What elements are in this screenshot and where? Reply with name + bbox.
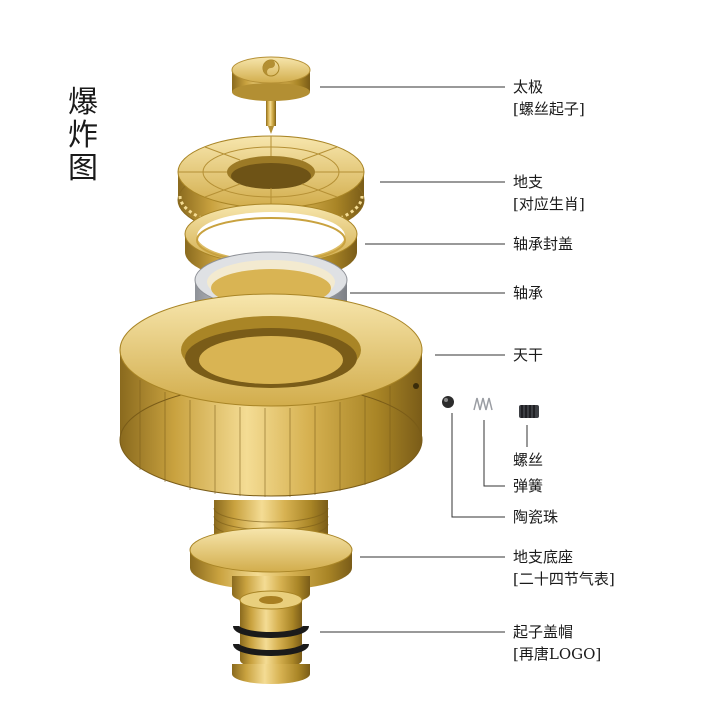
screw-part <box>519 405 539 418</box>
label-screw: 螺丝 <box>513 449 543 471</box>
label-tiangan: 天干 <box>513 344 543 366</box>
label-sub: [对应生肖] <box>513 195 585 213</box>
leader-lines <box>320 86 528 633</box>
label-sub: [螺丝起子] <box>513 100 585 118</box>
label-dizhi: 地支 [对应生肖] <box>513 171 585 215</box>
label-name: 轴承封盖 <box>513 235 574 253</box>
page-title: 爆 炸 图 <box>68 86 108 185</box>
label-name: 陶瓷珠 <box>513 508 559 526</box>
label-name: 轴承 <box>513 284 544 302</box>
label-taiji: 太极 [螺丝起子] <box>513 76 585 120</box>
label-ceramic-ball: 陶瓷珠 <box>513 506 558 528</box>
title-char: 爆 <box>68 85 98 120</box>
label-bearing-cover: 轴承封盖 <box>513 233 573 255</box>
label-name: 地支底座 <box>513 548 574 566</box>
spring-part <box>473 397 493 411</box>
label-name: 天干 <box>513 346 544 364</box>
label-name: 螺丝 <box>513 451 544 469</box>
label-cap: 起子盖帽 [再唐LOGO] <box>513 621 601 665</box>
label-name: 地支 <box>513 173 544 191</box>
dizhi-base-part <box>189 500 353 604</box>
label-sub: [再唐LOGO] <box>513 645 602 663</box>
label-name: 起子盖帽 <box>513 623 574 641</box>
tiangan-body <box>119 293 423 497</box>
label-bearing: 轴承 <box>513 282 543 304</box>
label-spring: 弹簧 <box>513 475 543 497</box>
label-dizhi-base: 地支底座 [二十四节气表] <box>513 546 615 590</box>
label-name: 弹簧 <box>513 477 544 495</box>
label-sub: [二十四节气表] <box>513 570 615 588</box>
taiji-part <box>231 56 311 134</box>
title-char: 炸 <box>68 118 98 153</box>
ceramic-ball-part <box>442 396 454 408</box>
title-char: 图 <box>68 151 98 186</box>
label-name: 太极 <box>513 78 544 96</box>
cap-part <box>232 590 310 684</box>
